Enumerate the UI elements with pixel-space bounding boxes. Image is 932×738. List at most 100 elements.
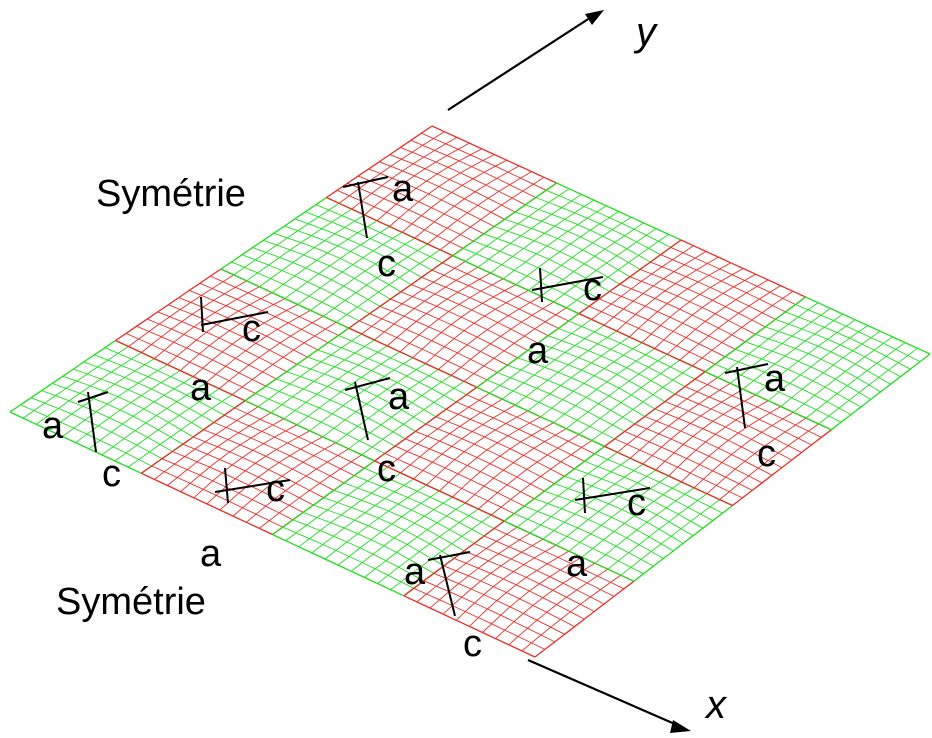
mesh-line [428, 172, 532, 244]
mesh-line [442, 263, 568, 321]
mesh-line [733, 430, 832, 506]
mesh-line [334, 490, 464, 551]
mesh-line [579, 360, 680, 434]
mesh-line [221, 269, 349, 328]
x-axis-arrow [528, 660, 684, 728]
mesh-line [76, 371, 181, 443]
marker-label-a: a [404, 551, 426, 593]
marker-label-c: c [377, 448, 396, 490]
mesh-line [661, 255, 786, 312]
mesh-line [234, 203, 339, 275]
mesh-line [210, 276, 338, 335]
mesh-line [411, 285, 538, 344]
mesh-line [89, 377, 193, 449]
mesh-line [193, 437, 323, 498]
mesh-line [446, 409, 574, 469]
marker-label-a: a [527, 330, 549, 372]
x-axis-label: x [704, 683, 728, 727]
mesh-line [819, 348, 918, 424]
mesh-line [168, 305, 297, 365]
mesh-line [141, 473, 272, 534]
mesh-line [401, 292, 528, 351]
marker-label-c: c [583, 267, 602, 309]
mesh-line [152, 466, 283, 527]
mesh-line [473, 241, 599, 299]
mesh-line [245, 401, 375, 461]
mesh-line [671, 247, 796, 304]
mesh-line [258, 334, 362, 407]
mesh-line [422, 277, 549, 335]
y-axis-arrow [448, 14, 596, 110]
mesh-line [351, 497, 452, 571]
mesh-line [566, 354, 667, 428]
mesh-line [530, 458, 630, 533]
mesh-line [276, 379, 405, 439]
y-axis-label: y [633, 10, 659, 54]
marker-label-a: a [190, 367, 212, 409]
mesh-line [467, 395, 595, 454]
mesh-line [354, 476, 484, 536]
mesh-line [359, 321, 487, 380]
mesh-line [608, 494, 707, 570]
mesh-line [781, 331, 880, 406]
marker-label-a: a [42, 405, 64, 447]
marker-label-a: a [388, 376, 410, 418]
y-axis: y [448, 10, 659, 110]
mesh-line [695, 379, 821, 437]
mesh-line [650, 262, 775, 319]
mesh-line [554, 229, 657, 302]
mesh-line [456, 402, 584, 461]
mesh-line [806, 343, 905, 419]
y-axis-arrowhead [585, 10, 604, 25]
mesh-line [436, 417, 565, 477]
symmetry-label-top: Symétrie [96, 173, 246, 215]
mesh-line [528, 217, 631, 290]
marker-stem [440, 555, 455, 616]
mesh-line [378, 509, 479, 584]
mesh-line [554, 349, 655, 423]
marker-label-a: a [764, 358, 786, 400]
marker-label-a: a [566, 543, 588, 585]
mesh-line [432, 126, 557, 183]
mesh-line [557, 183, 682, 240]
mesh-line [579, 314, 705, 372]
marker-label-c: c [266, 468, 285, 510]
mesh-line [793, 337, 892, 412]
symmetry-label-bottom: Symétrie [56, 581, 206, 623]
mesh-line [224, 415, 354, 475]
mesh-line [273, 535, 404, 596]
mesh-line [640, 269, 765, 327]
marker-label-c: c [757, 433, 776, 475]
marker-label-a: a [200, 533, 222, 575]
mesh-line [589, 306, 715, 364]
mesh-line [10, 412, 141, 473]
mesh-line [548, 336, 675, 394]
marker-label-c: c [102, 453, 121, 495]
mesh-cell-1-1 [245, 328, 477, 461]
mesh-cell-3-1 [504, 446, 732, 581]
mesh-line [400, 147, 525, 204]
mesh-line [23, 347, 128, 419]
mesh-line [370, 314, 498, 373]
mesh-line [411, 140, 536, 197]
marker-label-c: c [242, 308, 261, 350]
mesh-line [685, 387, 812, 445]
mesh-line [675, 394, 802, 452]
mesh-line [635, 424, 762, 483]
mesh-line [266, 386, 395, 446]
mesh-line [323, 244, 427, 316]
marker-bar [78, 392, 108, 402]
mesh-line [344, 483, 474, 544]
marker-label-c: c [627, 482, 646, 524]
marker-label-c: c [463, 623, 482, 665]
mesh-line [323, 364, 426, 437]
mesh-line [116, 269, 222, 341]
mesh-line [235, 408, 365, 468]
marker-label-a: a [392, 168, 414, 210]
mesh-line [438, 296, 541, 369]
mesh-line [432, 270, 559, 328]
x-axis: x [528, 660, 728, 733]
mesh-line [385, 454, 514, 514]
mesh-line [544, 491, 673, 551]
